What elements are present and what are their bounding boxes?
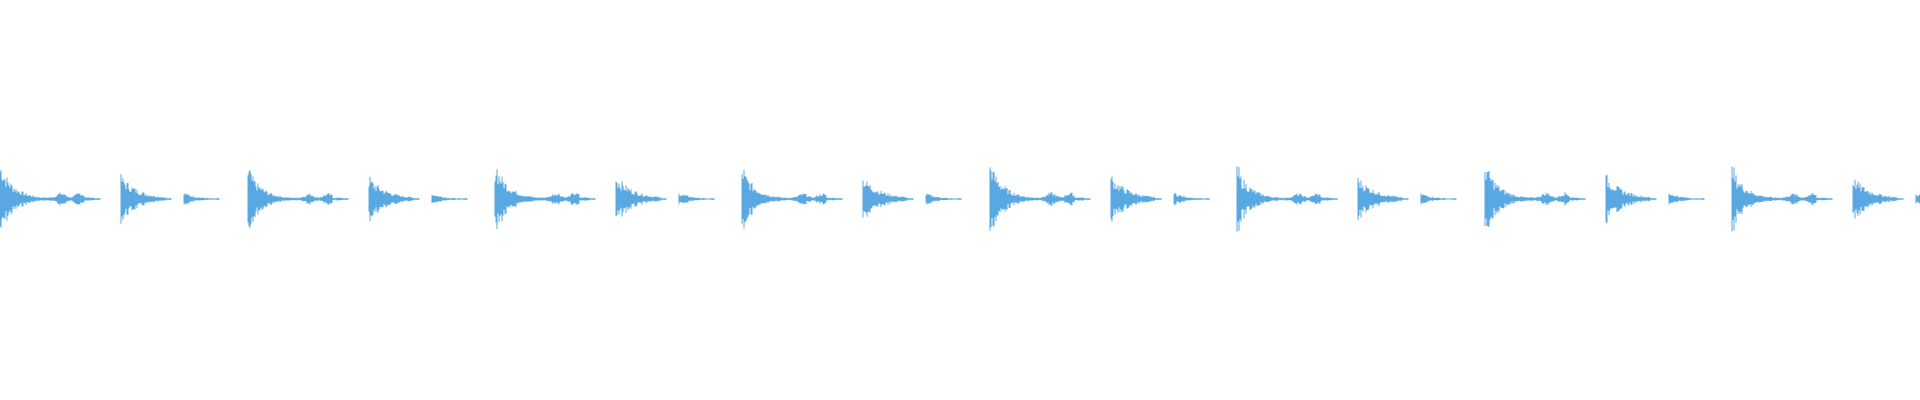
waveform-peaks [0, 166, 1920, 232]
waveform-path [0, 166, 1920, 232]
